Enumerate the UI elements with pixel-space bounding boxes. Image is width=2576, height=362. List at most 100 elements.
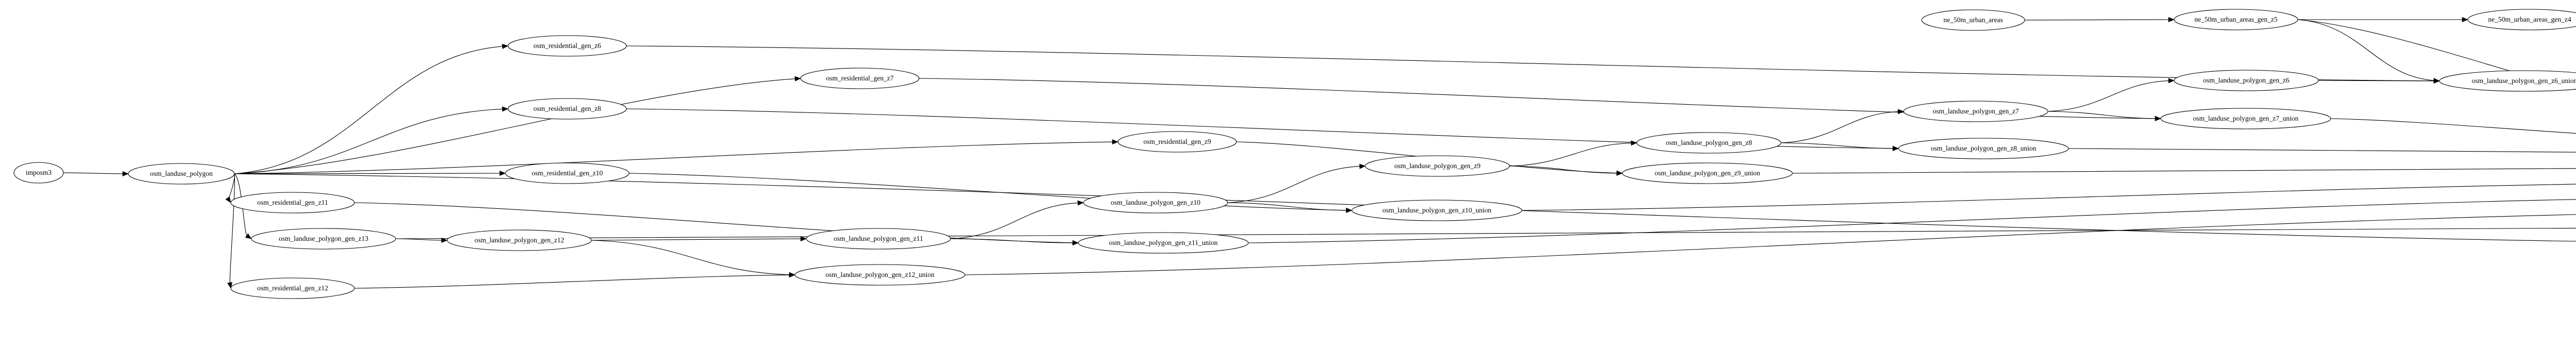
arrowhead-3 <box>502 106 509 112</box>
arrowhead-24 <box>1631 140 1637 146</box>
graph-node-osm_landuse_polygon[interactable]: osm_landuse_polygon <box>128 163 235 185</box>
node-shape <box>1083 192 1228 213</box>
edge-osm_landuse_polygon_gen_z9_union-to-layer_landuse_z9 <box>1792 168 2576 174</box>
edge-osm_landuse_polygon-to-osm_residential_gen_z7 <box>234 78 796 174</box>
node-shape <box>2160 108 2331 129</box>
arrowhead-40 <box>2462 17 2468 23</box>
arrowhead-26 <box>1616 170 1623 176</box>
node-shape <box>447 229 592 251</box>
node-label: osm_landuse_polygon_gen_z9_union <box>1655 169 1760 177</box>
graph-node-osm_landuse_polygon_gen_z13[interactable]: osm_landuse_polygon_gen_z13 <box>251 228 396 250</box>
edge-osm_landuse_polygon_gen_z10_union-to-layer_landuse_z10 <box>1521 184 2576 211</box>
edge-osm_landuse_polygon_gen_z11_union-to-layer_landuse_z11 <box>1248 199 2576 243</box>
graph-node-osm_residential_gen_z10[interactable]: osm_residential_gen_z10 <box>505 162 630 184</box>
edge-osm_residential_gen_z6-to-osm_landuse_polygon_gen_z6_union <box>626 45 2435 81</box>
graph-node-osm_landuse_polygon_gen_z10[interactable]: osm_landuse_polygon_gen_z10 <box>1083 192 1228 213</box>
arrowhead-8 <box>227 282 232 289</box>
edge-osm_residential_gen_z10-to-osm_landuse_polygon_gen_z10_union <box>629 173 1347 211</box>
node-shape <box>2467 9 2576 30</box>
arrowhead-34 <box>2155 116 2161 121</box>
node-shape <box>1903 101 2048 122</box>
arrowhead-30 <box>1892 145 1899 151</box>
arrowhead-2 <box>794 76 801 81</box>
node-label: osm_landuse_polygon_gen_z8_union <box>1931 144 2037 152</box>
node-label: osm_residential_gen_z12 <box>257 284 328 292</box>
arrowhead-41 <box>2433 78 2440 84</box>
node-label: osm_landuse_polygon_gen_z8 <box>1666 139 1752 146</box>
edge-osm_residential_gen_z11-to-osm_landuse_polygon_gen_z11_union <box>354 202 1074 243</box>
edge-osm_landuse_polygon_gen_z10-to-osm_landuse_polygon_gen_z9 <box>1227 166 1361 203</box>
graph-node-osm_residential_gen_z9[interactable]: osm_residential_gen_z9 <box>1117 131 1237 153</box>
arrowhead-0 <box>122 171 129 177</box>
edge-osm_landuse_polygon-to-osm_residential_gen_z6 <box>234 46 503 174</box>
node-label: osm_landuse_polygon_gen_z11_union <box>1109 239 1218 246</box>
arrowhead-28 <box>1897 109 1904 114</box>
node-shape <box>230 277 355 299</box>
edge-osm_landuse_polygon_gen_z12-to-osm_landuse_polygon_gen_z11 <box>591 238 802 241</box>
graph-node-osm_landuse_polygon_gen_z9_union[interactable]: osm_landuse_polygon_gen_z9_union <box>1622 162 1793 184</box>
graph-node-osm_landuse_polygon_gen_z6_union[interactable]: osm_landuse_polygon_gen_z6_union <box>2439 70 2576 92</box>
graph-node-osm_landuse_polygon_gen_z12_union[interactable]: osm_landuse_polygon_gen_z12_union <box>794 264 965 286</box>
node-shape <box>2174 70 2319 91</box>
edge-osm_landuse_polygon_gen_z11-to-osm_landuse_polygon_gen_z10 <box>950 202 1079 239</box>
arrowhead-10 <box>441 237 448 243</box>
node-shape <box>2439 70 2576 92</box>
graph-node-ne_50m_urban_areas[interactable]: ne_50m_urban_areas <box>1921 9 2025 31</box>
edge-osm_landuse_polygon-to-osm_residential_gen_z9 <box>234 141 1113 174</box>
graph-node-ne_50m_urban_areas_gen_z4[interactable]: ne_50m_urban_areas_gen_z4 <box>2467 9 2576 30</box>
node-label: osm_landuse_polygon_gen_z12 <box>474 236 564 244</box>
graph-node-osm_residential_gen_z6[interactable]: osm_residential_gen_z6 <box>507 35 627 57</box>
arrowhead-6 <box>225 196 231 203</box>
node-label: osm_landuse_polygon <box>150 170 213 177</box>
node-shape <box>1636 132 1782 154</box>
node-label: osm_landuse_polygon_gen_z10_union <box>1382 206 1492 214</box>
graph-node-osm_landuse_polygon_gen_z9[interactable]: osm_landuse_polygon_gen_z9 <box>1365 155 1510 177</box>
graph-node-osm_landuse_polygon_gen_z8[interactable]: osm_landuse_polygon_gen_z8 <box>1636 132 1782 154</box>
arrowhead-39 <box>2168 17 2175 23</box>
edge-osm_landuse_polygon_gen_z7_union-to-layer_landuse_z7 <box>2330 118 2576 134</box>
edge-osm_landuse_polygon_gen_z8-to-osm_landuse_polygon_gen_z7 <box>1781 111 1899 143</box>
graph-node-osm_residential_gen_z11[interactable]: osm_residential_gen_z11 <box>230 192 355 213</box>
node-shape <box>507 35 627 57</box>
arrowhead-7 <box>245 233 252 239</box>
graph-node-osm_landuse_polygon_gen_z7[interactable]: osm_landuse_polygon_gen_z7 <box>1903 101 2048 122</box>
graph-node-osm_landuse_polygon_gen_z8_union[interactable]: osm_landuse_polygon_gen_z8_union <box>1898 138 2069 159</box>
node-label: osm_residential_gen_z10 <box>532 169 603 177</box>
arrowhead-20 <box>1359 163 1366 169</box>
graph-node-osm_landuse_polygon_gen_z11[interactable]: osm_landuse_polygon_gen_z11 <box>806 228 951 250</box>
node-shape <box>794 264 965 286</box>
node-shape <box>128 163 235 185</box>
edge-osm_residential_gen_z12-to-osm_landuse_polygon_gen_z12_union <box>354 274 790 289</box>
node-shape <box>230 192 355 213</box>
node-label: ne_50m_urban_areas_gen_z5 <box>2194 15 2277 23</box>
node-label: osm_landuse_polygon_gen_z12_union <box>825 271 935 278</box>
arrowhead-12 <box>800 236 807 242</box>
graph-node-ne_50m_urban_areas_gen_z5[interactable]: ne_50m_urban_areas_gen_z5 <box>2174 9 2298 30</box>
node-label: osm_landuse_polygon_gen_z9 <box>1394 162 1480 170</box>
graph-node-osm_landuse_polygon_gen_z10_union[interactable]: osm_landuse_polygon_gen_z10_union <box>1351 200 1522 221</box>
node-shape <box>800 68 920 89</box>
graph-node-osm_landuse_polygon_gen_z7_union[interactable]: osm_landuse_polygon_gen_z7_union <box>2160 108 2331 129</box>
node-shape <box>1921 9 2025 31</box>
graph-node-osm_landuse_polygon_gen_z11_union[interactable]: osm_landuse_polygon_gen_z11_union <box>1078 232 1249 254</box>
edge-osm_landuse_polygon_gen_z7-to-osm_landuse_polygon_gen_z6 <box>2047 80 2170 112</box>
graph-node-osm_landuse_polygon_gen_z6[interactable]: osm_landuse_polygon_gen_z6 <box>2174 70 2319 91</box>
graph-node-osm_landuse_polygon_gen_z12[interactable]: osm_landuse_polygon_gen_z12 <box>447 229 592 251</box>
node-label: osm_residential_gen_z7 <box>826 74 893 82</box>
edge-ne_50m_urban_areas_gen_z5-to-layer_landuse_z5 <box>2297 19 2576 90</box>
node-label: osm_residential_gen_z8 <box>533 105 601 112</box>
graph-node-osm_residential_gen_z8[interactable]: osm_residential_gen_z8 <box>507 98 627 120</box>
node-shape <box>1365 155 1510 177</box>
node-shape <box>1078 232 1249 254</box>
node-label: osm_landuse_polygon_gen_z7 <box>1933 107 2019 115</box>
node-shape <box>13 162 64 184</box>
edge-osm_landuse_polygon_gen_z9-to-osm_landuse_polygon_gen_z8 <box>1509 142 1632 167</box>
graph-node-osm_residential_gen_z7[interactable]: osm_residential_gen_z7 <box>800 68 920 89</box>
node-shape <box>2174 9 2298 30</box>
edge-layer <box>63 17 2576 289</box>
graph-node-osm_residential_gen_z12[interactable]: osm_residential_gen_z12 <box>230 277 355 299</box>
node-label: osm_residential_gen_z9 <box>1143 138 1211 145</box>
graph-node-imposm3[interactable]: imposm3 <box>13 162 64 184</box>
node-label: osm_landuse_polygon_gen_z6_union <box>2472 77 2576 85</box>
